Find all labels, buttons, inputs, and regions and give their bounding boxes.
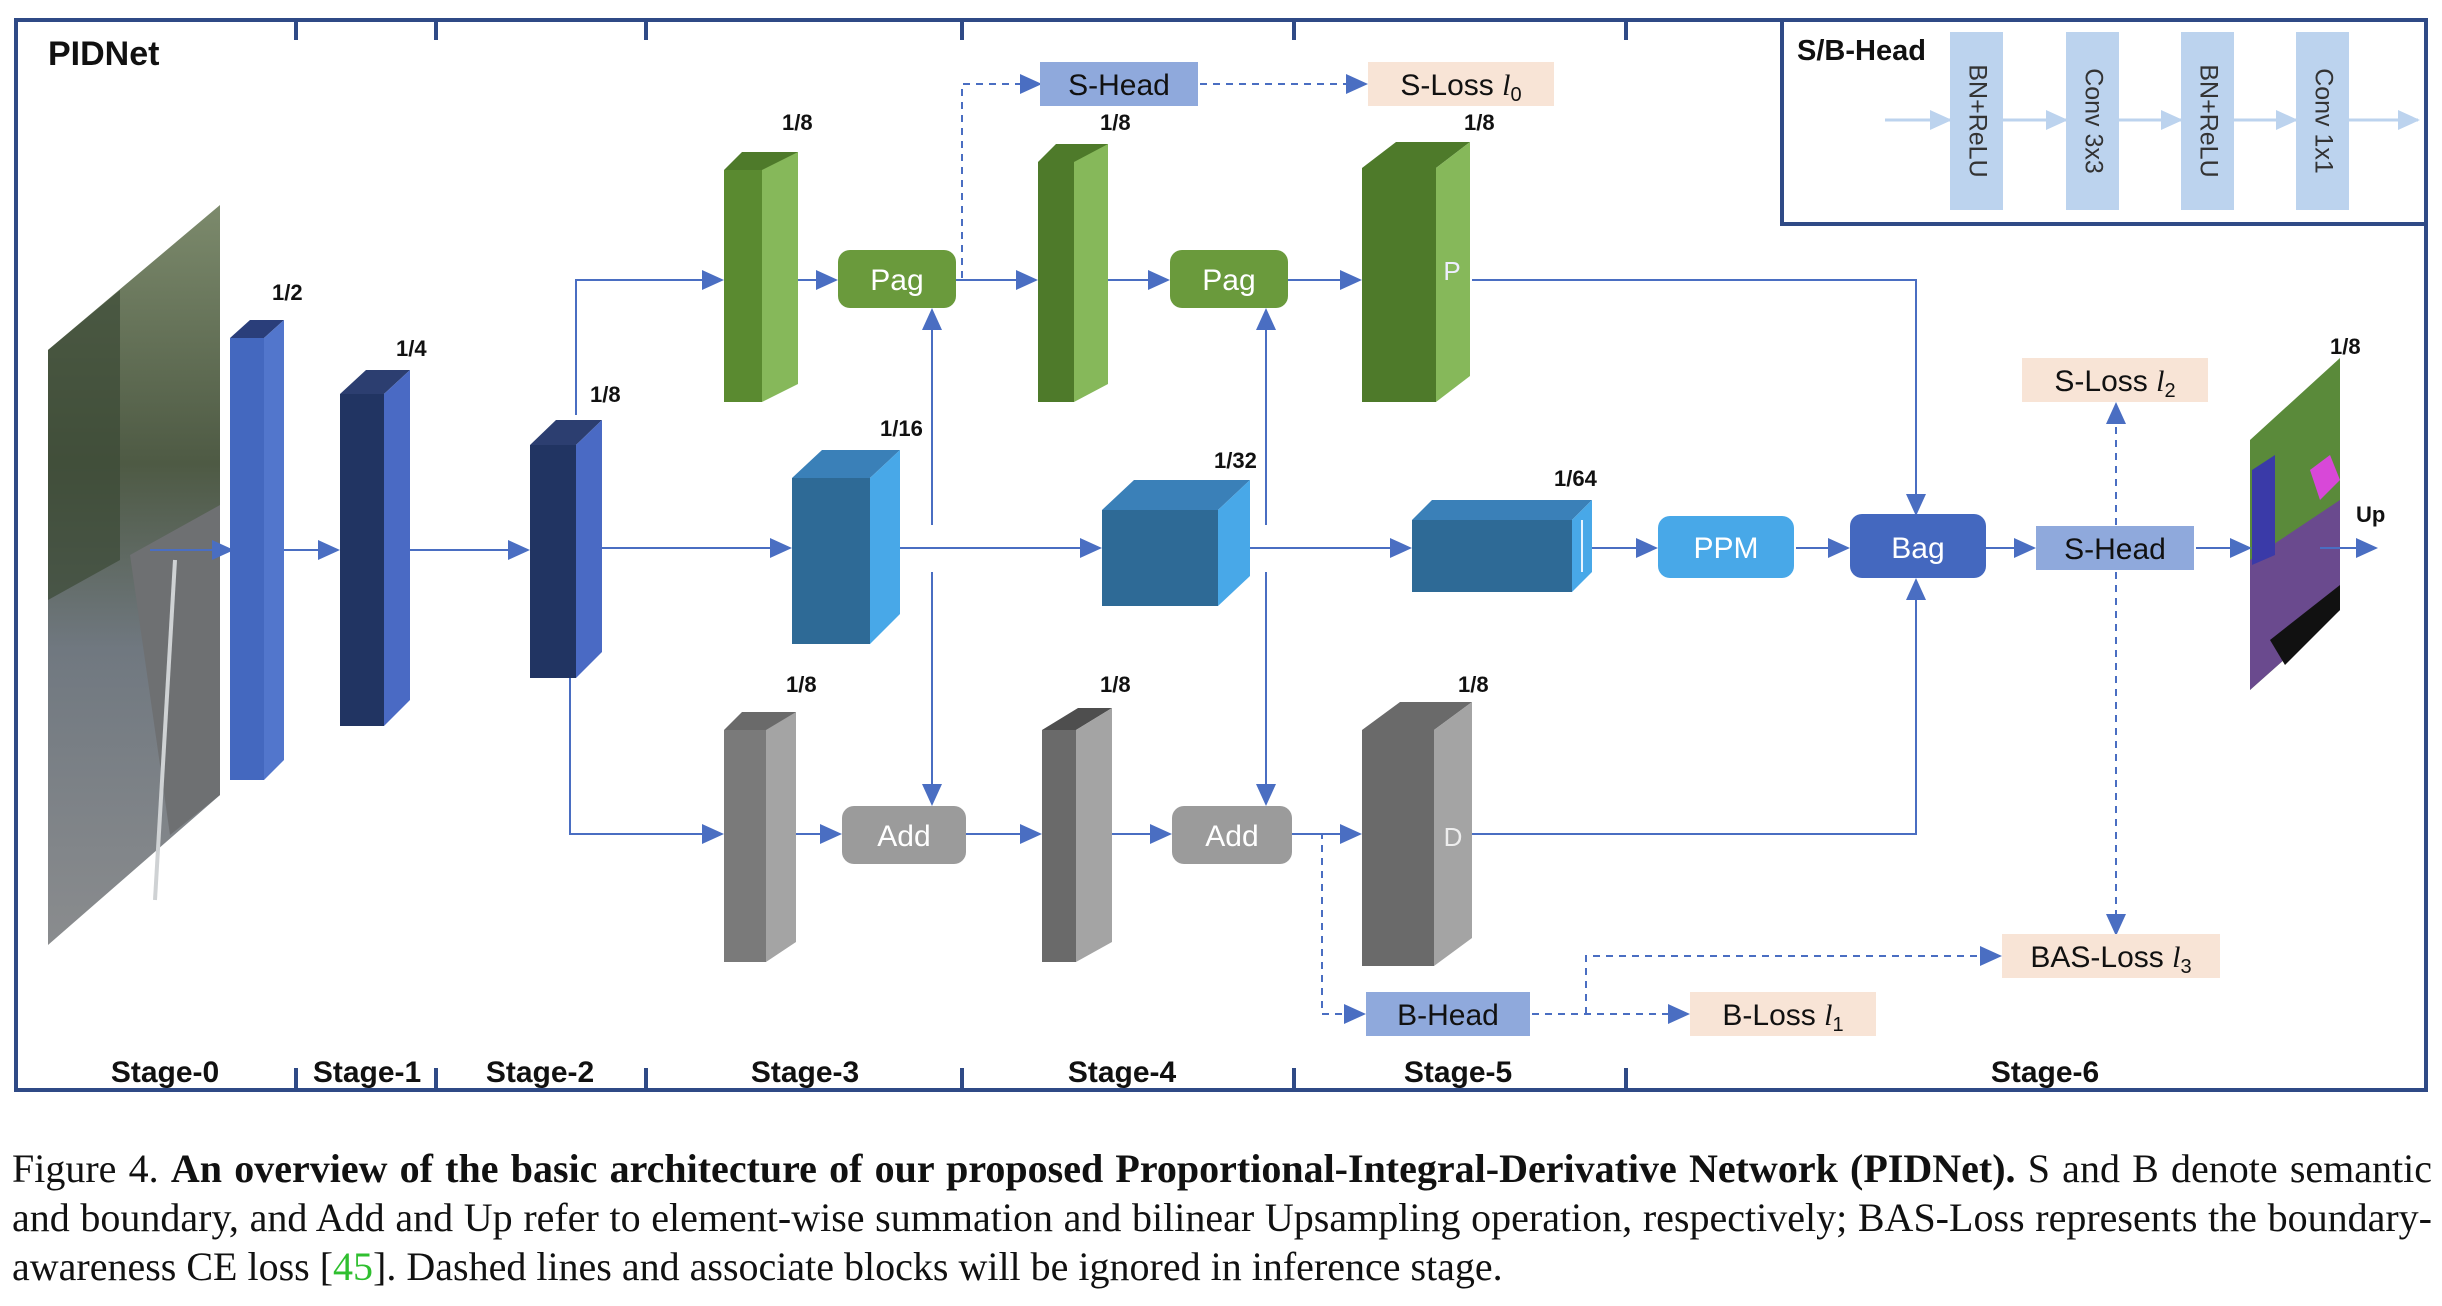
svg-text:BAS-Loss l3: BAS-Loss l3: [2030, 941, 2191, 978]
i-branch-feature-3: [792, 450, 900, 644]
scale-d5: 1/8: [1458, 672, 1489, 697]
bag-block: Bag: [1850, 514, 1986, 578]
stage-label-5: Stage-5: [1404, 1056, 1512, 1089]
i-branch-feature-4: [1102, 480, 1250, 606]
caption-title: An overview of the basic architecture of…: [170, 1146, 2016, 1191]
p-branch-feature-3: [724, 152, 798, 402]
dashed-connections: [961, 74, 2126, 1024]
stage-label-3: Stage-3: [751, 1056, 859, 1089]
head-layer-label-3: BN+ReLU: [2194, 64, 2222, 177]
stage-label-1: Stage-1: [313, 1056, 421, 1089]
stage1-feature: [230, 320, 284, 780]
caption-text-2: ]. Dashed lines and associate blocks wil…: [373, 1244, 1503, 1289]
head-layer-conv3x3: [2066, 32, 2119, 210]
sb-head-title: S/B-Head: [1797, 35, 1926, 67]
head-layer-bn-relu-1: [1950, 32, 2003, 210]
svg-text:S-Loss l2: S-Loss l2: [2054, 365, 2175, 402]
scale-d3: 1/8: [786, 672, 817, 697]
s-loss-l0: S-Loss l0: [1368, 62, 1554, 106]
s-loss-l2: S-Loss l2: [2022, 358, 2208, 402]
figure-title: PIDNet: [48, 35, 159, 73]
head-layer-conv1x1: [2296, 32, 2349, 210]
scale-d4: 1/8: [1100, 672, 1131, 697]
stage-label-0: Stage-0: [111, 1056, 219, 1089]
p-symbol: P: [1443, 256, 1460, 286]
scale-out: 1/8: [2330, 334, 2361, 359]
up-label: Up: [2356, 502, 2385, 527]
svg-text:Pag: Pag: [1202, 264, 1255, 297]
stage3-feature: [530, 420, 602, 678]
scale-p3: 1/8: [782, 110, 813, 135]
caption-citation-link[interactable]: 45: [333, 1244, 374, 1289]
sb-head-box: S/B-Head BN+ReLU Conv 3x3 BN+ReLU Conv 1…: [1780, 18, 2428, 226]
i-branch-feature-5: [1412, 500, 1592, 592]
svg-text:B-Head: B-Head: [1397, 999, 1499, 1032]
scale-labels: 1/2 1/4 1/8 1/8 1/8 1/8 1/16 1/32 1/64 1…: [272, 110, 2385, 697]
scale-i4: 1/32: [1214, 448, 1257, 473]
scale-i5: 1/64: [1554, 466, 1598, 491]
add-block-2: Add: [1172, 806, 1292, 864]
scale-s3: 1/8: [590, 382, 621, 407]
ppm-block: PPM: [1658, 516, 1794, 578]
figure-caption: Figure 4. An overview of the basic archi…: [12, 1144, 2432, 1291]
d-symbol: D: [1444, 822, 1463, 852]
stage-label-2: Stage-2: [486, 1056, 594, 1089]
bas-loss-l3: BAS-Loss l3: [2002, 934, 2220, 978]
scale-s2: 1/4: [396, 336, 427, 361]
svg-text:S-Head: S-Head: [2064, 533, 2166, 566]
b-loss-l1: B-Loss l1: [1690, 992, 1876, 1036]
svg-text:Pag: Pag: [870, 264, 923, 297]
svg-text:Add: Add: [877, 820, 930, 853]
scale-p4: 1/8: [1100, 110, 1131, 135]
caption-label: Figure 4.: [12, 1146, 159, 1191]
stage2-feature: [340, 370, 410, 726]
p-branch-feature-5: P: [1362, 142, 1470, 402]
head-layer-label-1: BN+ReLU: [1963, 64, 1991, 177]
svg-text:PPM: PPM: [1693, 532, 1758, 565]
scale-p5: 1/8: [1464, 110, 1495, 135]
pidnet-diagram: PIDNet Stage-0 Stage-1 Stage-2 Stage-3 S…: [14, 18, 2428, 1092]
add-block-1: Add: [842, 806, 966, 864]
svg-text:B-Loss l1: B-Loss l1: [1722, 999, 1843, 1036]
stage-label-4: Stage-4: [1068, 1056, 1177, 1089]
stage-ticks: [294, 20, 1628, 1090]
d-branch-feature-5: D: [1362, 702, 1472, 966]
p-branch-feature-4: [1038, 144, 1108, 402]
input-image: [48, 205, 220, 945]
figure-frame: [14, 18, 2428, 1092]
pag-block-2: Pag: [1170, 250, 1288, 308]
head-layer-label-4: Conv 1x1: [2309, 68, 2337, 174]
head-layer-bn-relu-2: [2181, 32, 2234, 210]
s-head-main: S-Head: [2036, 526, 2194, 570]
svg-text:S-Loss l0: S-Loss l0: [1400, 69, 1521, 106]
stage-label-6: Stage-6: [1991, 1056, 2099, 1089]
s-head-top: S-Head: [1040, 62, 1198, 106]
caption-text-1: S and B denote semantic and boundary, an…: [12, 1146, 2433, 1289]
scale-s1: 1/2: [272, 280, 303, 305]
output-segmentation: [2250, 358, 2340, 690]
d-branch-feature-4: [1042, 708, 1112, 962]
solid-connections: [150, 270, 2378, 844]
pag-block-1: Pag: [838, 250, 956, 308]
d-branch-feature-3: [724, 712, 796, 962]
scale-i3: 1/16: [880, 416, 923, 441]
head-layer-label-2: Conv 3x3: [2079, 68, 2107, 174]
svg-text:Add: Add: [1205, 820, 1258, 853]
b-head: B-Head: [1366, 992, 1530, 1036]
svg-text:Bag: Bag: [1891, 532, 1944, 565]
svg-text:S-Head: S-Head: [1068, 69, 1170, 102]
